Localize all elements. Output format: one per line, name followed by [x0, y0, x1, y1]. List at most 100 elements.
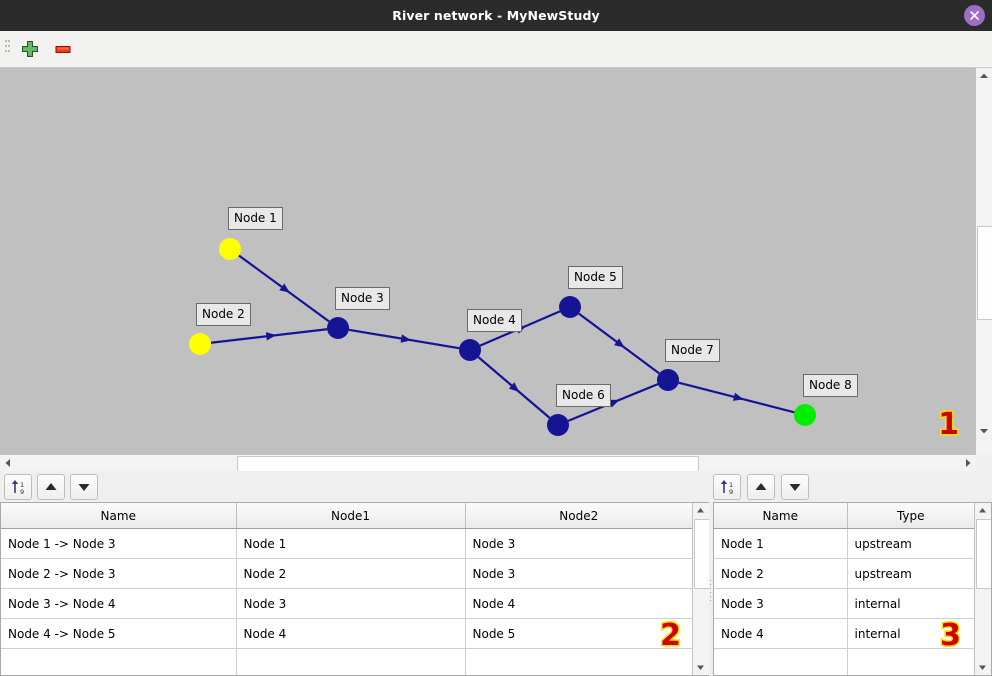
table-cell[interactable]: Node 4 [465, 588, 692, 619]
vertical-splitter[interactable] [709, 502, 713, 676]
canvas-vertical-scrollbar[interactable] [975, 68, 992, 455]
scroll-up-arrow[interactable] [976, 68, 992, 84]
node-label-node-6[interactable]: Node 6 [556, 384, 611, 407]
canvas-vscroll-thumb[interactable] [977, 226, 992, 320]
scroll-down-arrow[interactable] [976, 423, 992, 439]
node-table-row[interactable] [714, 648, 974, 675]
table-cell[interactable]: Node 2 [236, 558, 466, 589]
table-cell[interactable] [714, 648, 848, 675]
graph-panel-badge: 1 [937, 406, 961, 444]
node-label-node-8[interactable]: Node 8 [803, 374, 858, 397]
node-scroll-thumb[interactable] [976, 519, 991, 589]
table-cell[interactable]: Node 1 -> Node 3 [1, 528, 237, 559]
node-label-node-7[interactable]: Node 7 [665, 339, 720, 362]
reach-table-vertical-scrollbar[interactable] [692, 503, 709, 675]
edge-arrowhead [508, 382, 520, 392]
table-cell[interactable]: Node 3 -> Node 4 [1, 588, 237, 619]
canvas-vscroll-track[interactable] [976, 84, 992, 439]
table-cell[interactable]: Node 2 -> Node 3 [1, 558, 237, 589]
caret-right-icon [966, 459, 971, 467]
table-cell[interactable]: Node 1 [236, 528, 466, 559]
column-header-node1[interactable]: Node1 [236, 503, 466, 529]
close-window-button[interactable] [964, 5, 985, 26]
node-label-node-4[interactable]: Node 4 [467, 309, 522, 332]
caret-up-icon [980, 73, 988, 78]
graph-node-node-6[interactable] [547, 414, 569, 436]
column-header-type[interactable]: Type [847, 503, 974, 529]
graph-node-node-2[interactable] [189, 333, 211, 355]
node-move-up-button[interactable] [747, 474, 775, 500]
graph-node-node-1[interactable] [219, 238, 241, 260]
table-cell[interactable]: Node 3 [714, 588, 848, 619]
table-cell[interactable]: Node 4 [236, 618, 466, 649]
table-cell[interactable] [847, 648, 974, 675]
table-cell[interactable] [1, 648, 237, 675]
node-sort-button[interactable]: 1 9 [713, 474, 741, 500]
column-header-node2[interactable]: Node2 [465, 503, 692, 529]
node-scroll-up-arrow[interactable] [975, 503, 990, 518]
reach-table-row[interactable] [1, 648, 692, 675]
reach-scroll-up-arrow[interactable] [693, 503, 708, 518]
node-panel-badge: 3 [939, 617, 963, 655]
node-label-node-2[interactable]: Node 2 [196, 303, 251, 326]
node-label-node-3[interactable]: Node 3 [335, 287, 390, 310]
node-table-vertical-scrollbar[interactable] [974, 503, 991, 675]
reach-move-down-button[interactable] [70, 474, 98, 500]
graph-node-node-8[interactable] [794, 404, 816, 426]
reach-move-up-button[interactable] [37, 474, 65, 500]
graph-node-node-3[interactable] [327, 317, 349, 339]
column-header-name[interactable]: Name [714, 503, 848, 529]
node-label-node-1[interactable]: Node 1 [228, 207, 283, 230]
reach-scroll-down-arrow[interactable] [693, 660, 708, 675]
table-cell[interactable] [465, 648, 692, 675]
table-cell[interactable]: Node 4 [714, 618, 848, 649]
column-header-name[interactable]: Name [1, 503, 237, 529]
canvas-horizontal-scrollbar[interactable] [0, 454, 976, 472]
graph-node-node-7[interactable] [657, 369, 679, 391]
table-cell[interactable]: Node 3 [236, 588, 466, 619]
table-cell[interactable]: Node 3 [465, 528, 692, 559]
table-cell[interactable]: internal [847, 588, 974, 619]
table-cell[interactable]: Node 4 -> Node 5 [1, 618, 237, 649]
add-node-button[interactable] [19, 38, 41, 60]
node-label-node-5[interactable]: Node 5 [568, 266, 623, 289]
node-move-down-button[interactable] [781, 474, 809, 500]
table-cell[interactable] [236, 648, 466, 675]
remove-node-button[interactable] [52, 38, 74, 60]
table-cell[interactable]: upstream [847, 528, 974, 559]
table-cell[interactable]: Node 5 [465, 618, 692, 649]
caret-down-icon [697, 665, 704, 670]
table-cell[interactable]: Node 3 [465, 558, 692, 589]
network-canvas[interactable]: Node 1 Node 2 Node 3 Node 4 Node 5 Node 6 Node… [0, 68, 976, 455]
graph-node-node-4[interactable] [459, 339, 481, 361]
table-cell[interactable]: upstream [847, 558, 974, 589]
scroll-left-arrow[interactable] [0, 455, 16, 471]
reach-sort-button[interactable]: 1 9 [4, 474, 32, 500]
scroll-right-arrow[interactable] [960, 455, 976, 471]
reach-scroll-thumb[interactable] [694, 519, 709, 589]
edge-arrowhead [608, 399, 620, 408]
table-cell[interactable]: Node 2 [714, 558, 848, 589]
table-cell[interactable]: Node 1 [714, 528, 848, 559]
edge-arrowhead [265, 332, 277, 341]
canvas-hscroll-thumb[interactable] [237, 456, 699, 472]
node-scroll-down-arrow[interactable] [975, 660, 990, 675]
toolbar-drag-handle[interactable] [5, 40, 10, 58]
graph-node-node-5[interactable] [559, 296, 581, 318]
table-cell[interactable]: internal [847, 618, 974, 649]
network-diagram-panel: Node 1 Node 2 Node 3 Node 4 Node 5 Node 6 Node… [0, 68, 992, 472]
